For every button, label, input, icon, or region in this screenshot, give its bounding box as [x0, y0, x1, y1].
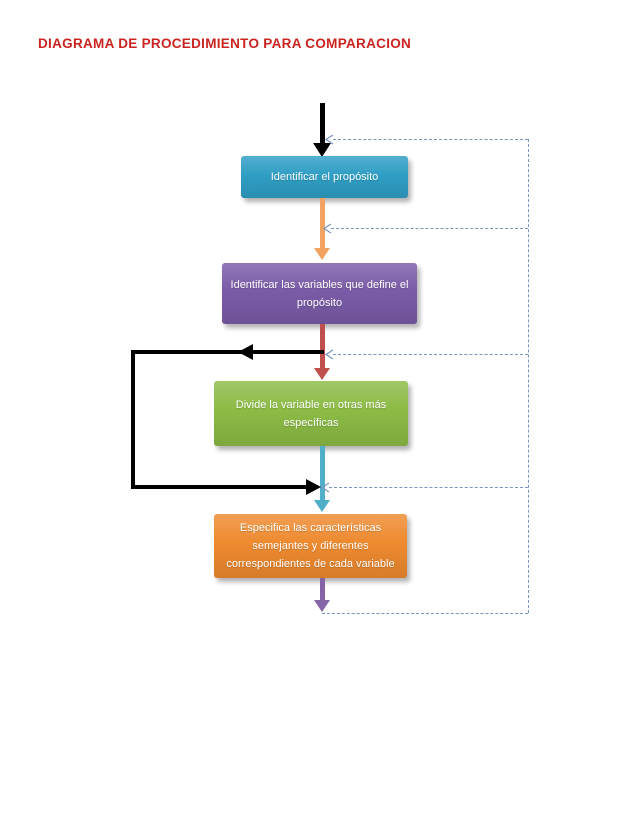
connector-step3-step4-line	[320, 446, 325, 501]
feedback-arrowhead-icon	[321, 482, 330, 493]
flow-step-identificar-variables: Identificar las variables que define el …	[222, 263, 417, 324]
connector-step2-step3-arrowhead-icon	[314, 368, 330, 380]
feedback-return-line	[322, 613, 528, 614]
loop-arrowhead-left-icon	[238, 344, 253, 360]
feedback-branch-2	[331, 228, 528, 229]
feedback-arrowhead-icon	[325, 349, 334, 360]
feedback-arrowhead-icon	[323, 223, 332, 234]
loop-bottom-line	[131, 485, 307, 489]
loop-arrowhead-right-icon	[306, 479, 321, 495]
flow-step-label: Divide la variable en otras más específi…	[235, 398, 387, 429]
connector-step1-step2-line	[320, 198, 325, 249]
entry-arrow-line	[320, 103, 325, 144]
flow-step-label: Especifica las características semejante…	[226, 522, 395, 570]
flow-step-divide-variable: Divide la variable en otras más específi…	[214, 381, 408, 446]
connector-step1-step2-arrowhead-icon	[314, 248, 330, 260]
feedback-branch-1	[333, 139, 528, 140]
flow-step-label: Identificar el propósito	[270, 171, 379, 183]
feedback-branch-4	[329, 487, 528, 488]
flow-step-identificar-proposito: Identificar el propósito	[241, 156, 408, 198]
connector-exit-line	[320, 578, 325, 601]
feedback-branch-3	[333, 354, 528, 355]
connector-step2-step3-line	[320, 324, 325, 369]
feedback-arrowhead-icon	[325, 134, 334, 145]
flow-step-especifica-caracteristicas: Especifica las características semejante…	[214, 514, 407, 578]
feedback-vertical-line	[528, 139, 529, 613]
connector-step3-step4-arrowhead-icon	[314, 500, 330, 512]
connector-exit-arrowhead-icon	[314, 600, 330, 612]
loop-left-line	[131, 350, 135, 489]
loop-top-line	[131, 350, 324, 354]
entry-arrow-head-icon	[313, 143, 331, 157]
flow-step-label: Identificar las variables que define el …	[230, 278, 409, 309]
diagram-title: DIAGRAMA DE PROCEDIMIENTO PARA COMPARACI…	[38, 36, 412, 51]
